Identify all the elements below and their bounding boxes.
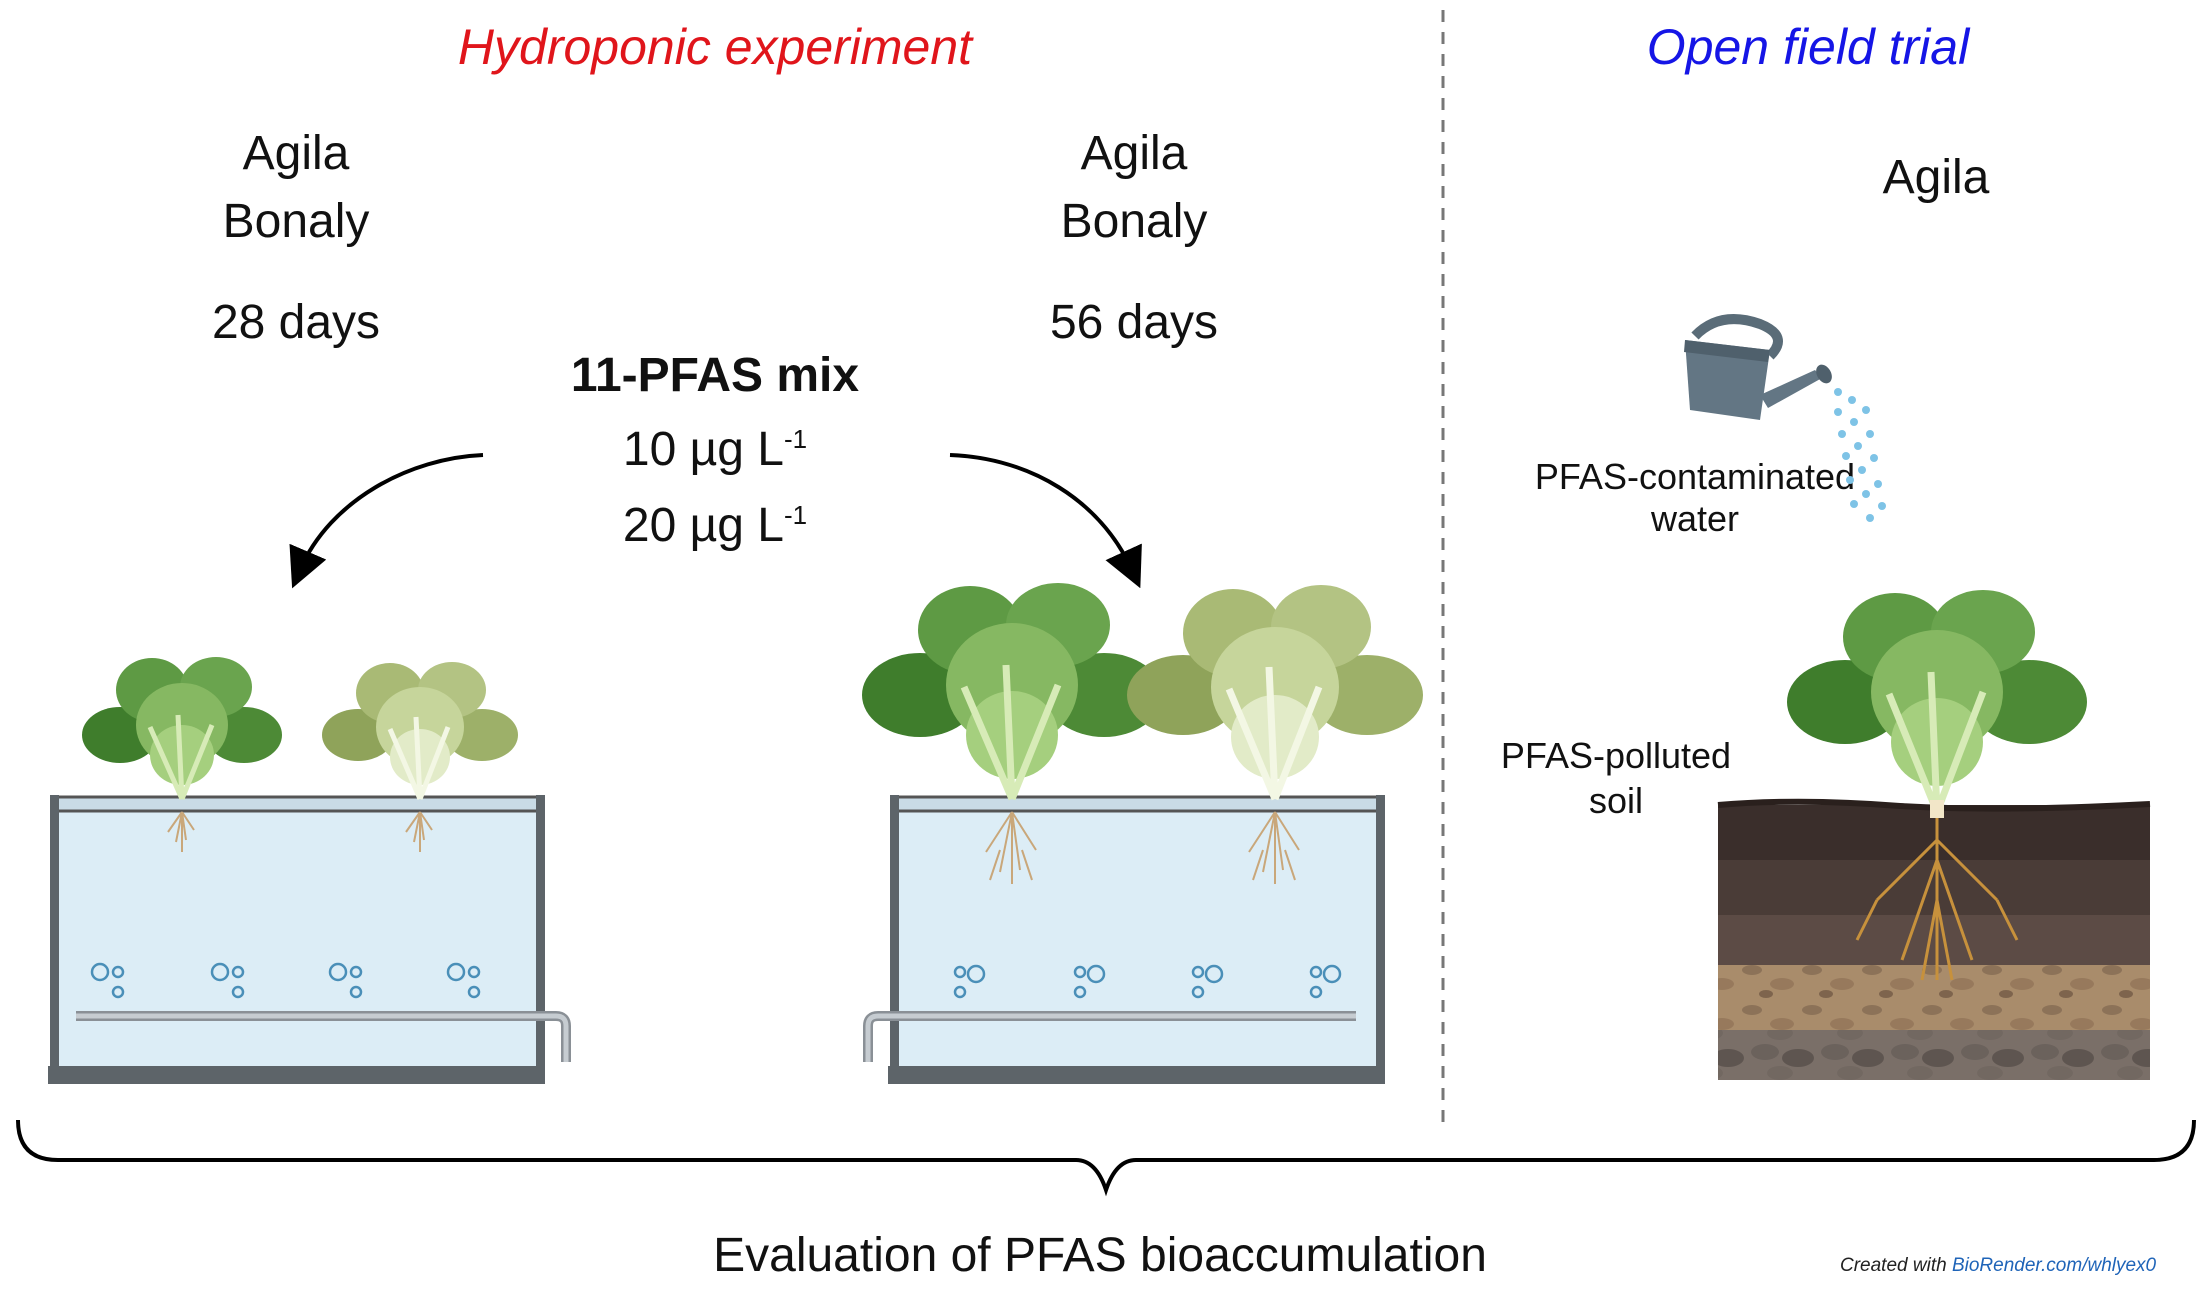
lettuce-bonaly-56 bbox=[1127, 585, 1423, 801]
left-variety-2: Bonaly bbox=[222, 195, 370, 248]
summary-brace bbox=[16, 1119, 2196, 1197]
water-drops bbox=[1834, 388, 1886, 522]
credit: Created with BioRender.com/whlyex0 bbox=[1840, 1255, 2157, 1276]
arrow-to-56-days bbox=[949, 453, 1142, 589]
treatment-name: 11-PFAS mix bbox=[570, 349, 860, 402]
dose-2: 20 µg L-1 bbox=[622, 499, 808, 552]
air-bubbles-56 bbox=[953, 964, 1342, 999]
right-variety-1: Agila bbox=[1080, 127, 1188, 180]
lettuce-agila-28 bbox=[82, 657, 282, 801]
water-label-line1: PFAS-contaminated bbox=[1534, 456, 1856, 497]
water-label-line2: water bbox=[1650, 498, 1740, 539]
field-title: Open field trial bbox=[1646, 19, 1970, 75]
credit-link[interactable]: BioRender.com/whlyex0 bbox=[1951, 1255, 2157, 1276]
left-variety-1: Agila bbox=[242, 127, 350, 180]
dose-1: 10 µg L-1 bbox=[622, 423, 808, 476]
conclusion: Evaluation of PFAS bioaccumulation bbox=[713, 1229, 1487, 1282]
roots-56 bbox=[985, 811, 1300, 884]
soil-label-line2: soil bbox=[1588, 780, 1644, 821]
right-variety-2: Bonaly bbox=[1060, 195, 1208, 248]
left-duration: 28 days bbox=[211, 296, 381, 349]
soil-label-line1: PFAS-polluted bbox=[1500, 735, 1732, 776]
hydroponic-tank-28-days bbox=[48, 657, 571, 1084]
lettuce-agila-56 bbox=[862, 583, 1162, 801]
watering-can-icon bbox=[1684, 314, 1832, 420]
hydroponic-title: Hydroponic experiment bbox=[457, 19, 973, 75]
hydroponic-tank-56-days bbox=[862, 583, 1423, 1084]
lettuce-bonaly-28 bbox=[322, 662, 518, 800]
air-bubbles bbox=[90, 962, 481, 999]
field-roots bbox=[1855, 812, 2019, 981]
field-variety: Agila bbox=[1882, 151, 1990, 204]
right-duration: 56 days bbox=[1049, 296, 1219, 349]
soil-cross-section bbox=[1717, 798, 2151, 1080]
arrow-to-28-days bbox=[289, 453, 484, 589]
lettuce-agila-field bbox=[1787, 590, 2087, 818]
roots bbox=[167, 811, 433, 852]
